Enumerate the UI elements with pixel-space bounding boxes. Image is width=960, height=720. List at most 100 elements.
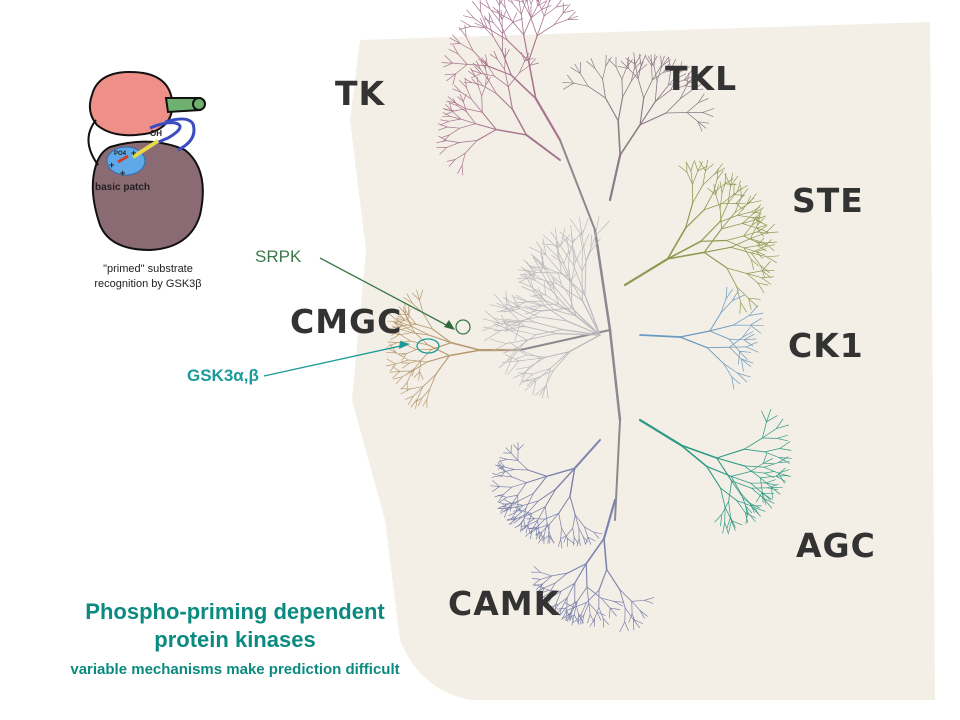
tree-branch: [517, 444, 524, 451]
tree-branch: [461, 164, 464, 176]
tree-branch: [391, 325, 401, 330]
tree-branch: [399, 328, 413, 334]
tree-branch: [482, 85, 497, 94]
tree-branch: [521, 0, 524, 3]
tree-branch: [560, 272, 586, 296]
tree-branch: [620, 60, 629, 69]
tree-branch: [524, 52, 530, 62]
tree-branch: [568, 238, 575, 255]
tree-branch: [562, 9, 574, 14]
tree-branch: [492, 480, 500, 487]
tree-branch: [748, 297, 758, 308]
tree-branch: [638, 418, 683, 447]
tree-branch: [762, 492, 773, 500]
tree-branch: [743, 437, 763, 450]
tree-branch: [643, 79, 653, 99]
tree-branch: [439, 147, 448, 155]
tree-branch: [544, 488, 557, 508]
tree-branch: [602, 78, 606, 99]
tree-branch: [534, 288, 546, 296]
tree-branch: [512, 12, 518, 24]
tree-branch: [526, 354, 546, 358]
tree-branch: [527, 513, 532, 526]
tree-branch: [517, 482, 527, 496]
tree-branch: [647, 55, 655, 67]
tree-branch: [454, 152, 466, 160]
tree-branch: [541, 271, 553, 292]
tree-branch: [720, 487, 726, 508]
tree-branch: [536, 369, 554, 379]
tree-branch: [741, 219, 757, 224]
tree-branch: [501, 360, 520, 363]
tree-branch: [400, 388, 411, 395]
tree-branch: [436, 140, 447, 144]
tree-branch: [545, 245, 559, 258]
tree-branch: [558, 251, 565, 264]
tree-branch: [453, 108, 467, 112]
tree-branch: [753, 204, 762, 214]
tree-branch: [770, 487, 774, 499]
tree-branch: [555, 333, 601, 336]
tree-branch: [385, 363, 397, 367]
tree-branch: [745, 505, 753, 514]
tree-branch: [573, 537, 575, 546]
tree-branch: [775, 467, 786, 477]
tree-branch: [462, 101, 467, 113]
tree-branch: [518, 357, 542, 362]
tree-branch: [761, 277, 772, 285]
tree-branch: [410, 398, 418, 408]
tree-branch: [543, 1, 550, 17]
po4-label: PO4: [114, 151, 127, 157]
tree-branch: [623, 257, 669, 287]
tree-branch: [757, 243, 767, 247]
tree-branch: [500, 471, 506, 478]
tree-branch: [470, 69, 482, 74]
tree-branch: [668, 79, 685, 86]
srpk-pointer: [319, 257, 451, 328]
tree-branch: [527, 469, 548, 477]
tree-branch: [510, 452, 519, 461]
tree-branch: [740, 302, 747, 313]
tree-branch: [560, 535, 567, 540]
tree-branch: [586, 60, 596, 69]
tree-branch: [524, 325, 557, 335]
tree-branch: [503, 321, 517, 331]
tree-branch: [492, 35, 503, 53]
tree-branch: [639, 112, 667, 126]
tree-branch: [573, 248, 576, 263]
tree-branch: [474, 22, 485, 28]
tree-branch: [477, 84, 483, 97]
tree-branch: [410, 340, 429, 346]
tree-branch: [525, 475, 548, 484]
tree-branch: [393, 321, 401, 330]
tree-branch: [498, 496, 507, 503]
tree-branch: [737, 211, 752, 216]
tree-branch: [637, 64, 642, 80]
tree-branch: [581, 614, 585, 624]
tree-branch: [644, 597, 655, 601]
tree-branch: [492, 6, 501, 15]
tree-branch: [713, 184, 717, 196]
tree-branch: [532, 380, 537, 396]
tree-branch: [763, 498, 773, 509]
tree-branch: [763, 466, 779, 474]
tree-branch: [421, 388, 431, 399]
tree-branch: [459, 140, 478, 143]
tree-branch: [518, 65, 530, 74]
tree-branch: [521, 350, 542, 359]
tree-branch: [398, 326, 413, 331]
tree-branch: [532, 475, 548, 494]
tree-branch: [582, 536, 589, 543]
tree-branch: [656, 66, 662, 82]
tree-branch: [731, 376, 735, 390]
tree-branch: [576, 538, 580, 547]
tree-branch: [514, 348, 528, 356]
tree-branch: [746, 195, 752, 205]
tree-branch: [533, 291, 547, 308]
tree-branch: [582, 233, 590, 250]
tree-branch: [397, 320, 413, 327]
tree-branch: [587, 85, 606, 99]
tree-branch: [472, 62, 481, 70]
tree-branch: [566, 582, 576, 599]
tree-branch: [485, 54, 488, 66]
